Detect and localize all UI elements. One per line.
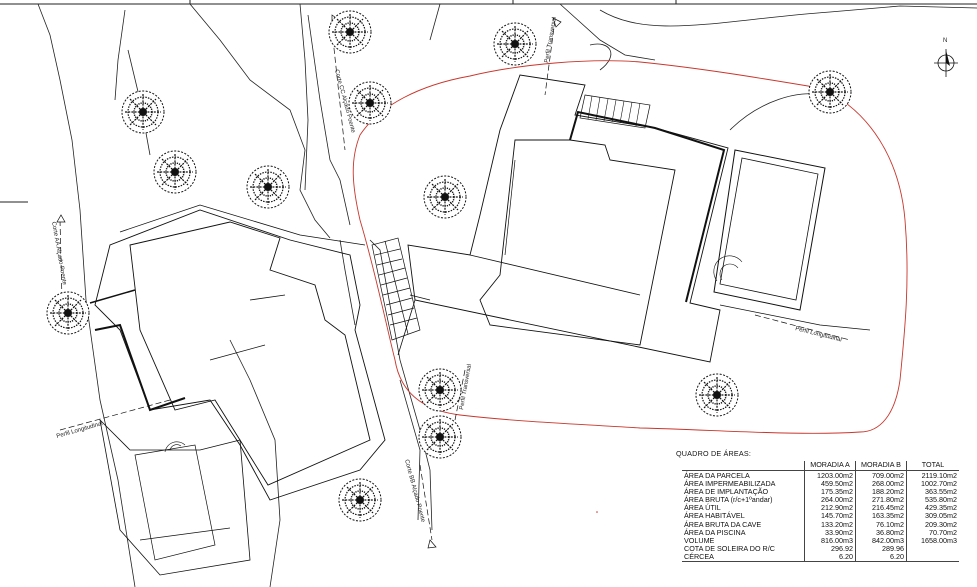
row-label: ÁREA DA PISCINA bbox=[684, 527, 746, 537]
value-moradia-a: 33.90m2 bbox=[804, 528, 856, 537]
value-moradia-b: 271.80m2 bbox=[855, 496, 907, 505]
tree-icon bbox=[121, 90, 165, 134]
value-moradia-a: 264.00m2 bbox=[804, 496, 856, 505]
value-moradia-a: 175.35m2 bbox=[804, 488, 856, 497]
drawing-frame bbox=[0, 0, 977, 203]
value-total: 535.80m2 bbox=[906, 496, 959, 505]
value-moradia-b: 36.80m2 bbox=[855, 528, 907, 537]
tree-icon bbox=[493, 22, 537, 66]
value-total: 309.05m2 bbox=[906, 512, 959, 521]
value-moradia-a: 133.20m2 bbox=[804, 520, 856, 529]
tree-icon bbox=[338, 478, 382, 522]
building-a bbox=[89, 204, 386, 576]
row-label: ÁREA HABITÁVEL bbox=[684, 511, 745, 521]
header-total: TOTAL bbox=[906, 461, 959, 471]
central-stairs bbox=[371, 237, 421, 341]
value-moradia-b: 76.10m2 bbox=[855, 520, 907, 529]
areas-table-title: QUADRO DE ÁREAS: bbox=[676, 449, 752, 458]
label-perfil-longitudinal-left: Perfil Longitudinal bbox=[56, 421, 104, 440]
areas-table-header-row: MORADIA A MORADIA B TOTAL bbox=[682, 461, 959, 471]
value-moradia-a: 6.20 bbox=[804, 553, 856, 563]
tree-icon bbox=[418, 415, 462, 459]
tree-icon bbox=[418, 368, 462, 412]
label-perfil-transversal-mid: Perfil Transversal bbox=[459, 364, 473, 411]
value-moradia-b: 6.20 bbox=[855, 553, 907, 563]
value-moradia-b: 289.96 bbox=[855, 544, 907, 553]
label-corte-aa: Corte AA Alçado Poente bbox=[50, 221, 67, 286]
value-total: 429.35m2 bbox=[906, 504, 959, 513]
header-moradia-b: MORADIA B bbox=[855, 461, 907, 471]
value-moradia-a: 459.50m2 bbox=[804, 479, 856, 489]
label-corte-bb: Corte BB Alçado Poente bbox=[403, 459, 426, 524]
row-label: ÁREA ÚTIL bbox=[684, 503, 721, 513]
trees bbox=[46, 10, 852, 522]
value-total: 2119.10m2 bbox=[906, 470, 959, 481]
value-moradia-b: 163.35m2 bbox=[855, 512, 907, 521]
value-total: 1002.70m2 bbox=[906, 479, 959, 489]
value-moradia-a: 1203.00m2 bbox=[804, 470, 856, 481]
tree-icon bbox=[46, 291, 90, 335]
row-label: ÁREA IMPERMEABILIZADA bbox=[684, 479, 776, 489]
tree-icon bbox=[153, 150, 197, 194]
tree-icon bbox=[246, 165, 290, 209]
value-total: 70.70m2 bbox=[906, 528, 959, 537]
value-moradia-b: 709.00m2 bbox=[855, 470, 907, 481]
row-label: ÁREA BRUTA (r/c+1ºandar) bbox=[684, 495, 773, 505]
tree-icon bbox=[423, 175, 467, 219]
value-moradia-a: 816.00m3 bbox=[804, 536, 856, 545]
tree-icon bbox=[695, 373, 739, 417]
label-perfil-longitudinal-right: Perfil Longitudinal bbox=[795, 326, 843, 343]
row-label: ÁREA BRUTA DA CAVE bbox=[684, 519, 762, 529]
row-label: CÉRCEA bbox=[682, 553, 805, 563]
value-total bbox=[906, 552, 959, 563]
value-moradia-b: 216.45m2 bbox=[855, 504, 907, 513]
tree-icon bbox=[328, 10, 372, 54]
value-moradia-a: 145.70m2 bbox=[804, 512, 856, 521]
intervention-zone-boundary bbox=[352, 60, 908, 434]
terrain-lines bbox=[37, 3, 977, 587]
header-moradia-a: MORADIA A bbox=[804, 461, 856, 471]
row-label: COTA DE SOLEIRA DO R/C bbox=[684, 543, 775, 553]
row-label: VOLUME bbox=[684, 535, 715, 545]
north-label: N bbox=[943, 38, 947, 44]
value-moradia-b: 268.00m2 bbox=[855, 479, 907, 489]
label-perfil-transversal-top: Perfil Transversal bbox=[544, 17, 558, 64]
row-label: ÁREA DA PARCELA bbox=[684, 471, 750, 480]
value-moradia-a: 212.90m2 bbox=[804, 504, 856, 513]
value-moradia-a: 296.92 bbox=[804, 544, 856, 553]
section-lines bbox=[59, 19, 851, 541]
tree-icon bbox=[348, 81, 392, 125]
value-total: 363.55m2 bbox=[906, 488, 959, 497]
north-arrow-icon bbox=[934, 49, 958, 77]
value-total bbox=[906, 544, 959, 553]
building-b bbox=[397, 74, 871, 363]
value-moradia-b: 188.20m2 bbox=[855, 488, 907, 497]
value-total: 209.30m2 bbox=[906, 520, 959, 529]
tree-icon bbox=[808, 70, 852, 114]
value-total: 1658.00m3 bbox=[906, 536, 959, 545]
header-blank bbox=[682, 461, 805, 471]
red-mark bbox=[596, 511, 598, 513]
value-moradia-b: 842.00m3 bbox=[855, 536, 907, 545]
areas-table: MORADIA A MORADIA B TOTAL ÁREA DA PARCEL… bbox=[682, 461, 959, 563]
row-label: ÁREA DE IMPLANTAÇÃO bbox=[684, 487, 769, 497]
